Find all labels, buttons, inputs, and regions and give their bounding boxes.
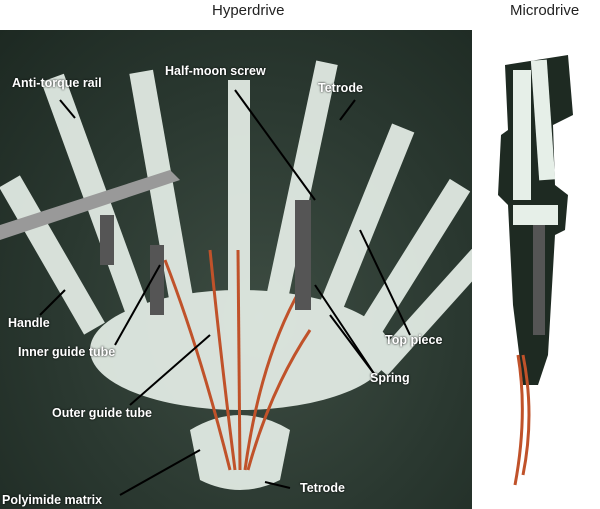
microdrive-title: Microdrive (510, 2, 580, 19)
rail (343, 178, 471, 362)
hyperdrive-photo: Anti-torque rail Half-moon screw Tetrode… (0, 30, 472, 509)
label-half-moon-screw: Half-moon screw (165, 64, 266, 78)
arrows (39, 89, 411, 496)
rail (228, 80, 250, 330)
label-outer-guide-tube: Outer guide tube (52, 406, 152, 420)
rail (129, 69, 195, 311)
microdrive-photo (493, 55, 593, 495)
rail (0, 175, 105, 335)
label-handle: Handle (8, 316, 50, 330)
label-spring: Spring (370, 371, 410, 385)
rail (309, 123, 415, 337)
rail (264, 60, 338, 310)
label-polyimide-matrix: Polyimide matrix (2, 493, 103, 507)
label-tetrode-top: Tetrode (318, 81, 363, 95)
hyperdrive-illustration (0, 60, 472, 496)
label-top-piece: Top piece (385, 333, 443, 347)
rail (370, 234, 472, 376)
label-anti-torque-rail: Anti-torque rail (12, 76, 102, 90)
tweezers (0, 170, 180, 240)
label-tetrode-bottom: Tetrode (300, 481, 345, 495)
microdrive-illustration (498, 55, 573, 486)
label-inner-guide-tube: Inner guide tube (18, 345, 116, 359)
hyperdrive-title: Hyperdrive (212, 2, 285, 19)
